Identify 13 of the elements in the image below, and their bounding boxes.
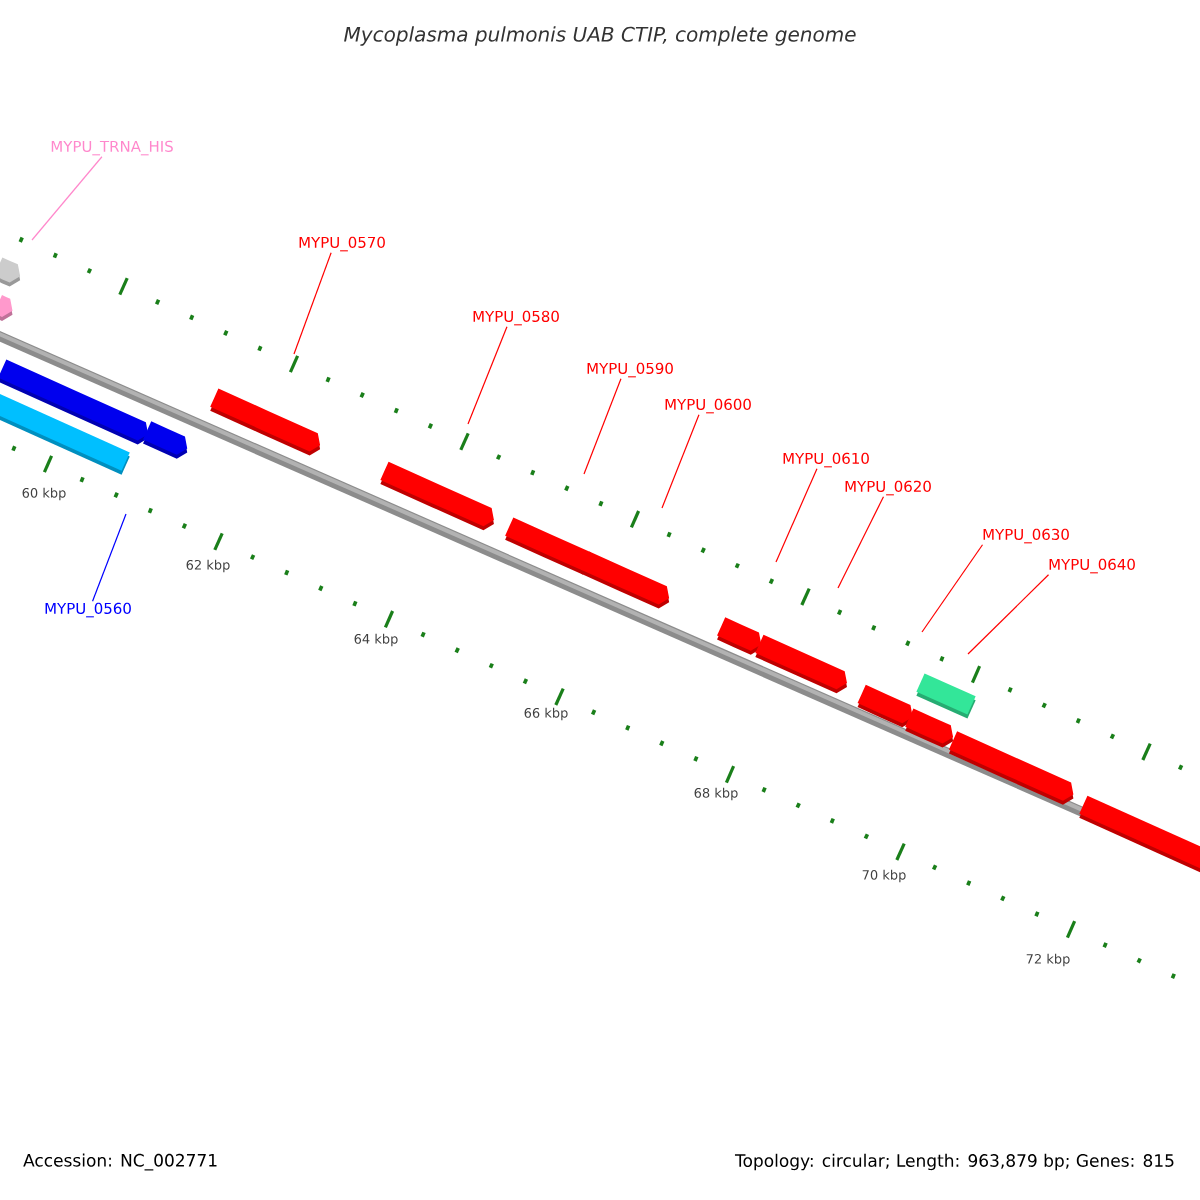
leader-line <box>837 496 885 589</box>
genome-info-text: Topology: circular; Length: 963,879 bp; Genes: 815 <box>734 1153 1174 1171</box>
leader-line <box>293 252 332 355</box>
leader-line <box>775 468 818 563</box>
leader-line <box>661 414 700 509</box>
leader-line <box>583 378 622 475</box>
leader-line <box>967 574 1050 655</box>
leader-line <box>91 513 127 602</box>
accession-text: Accession: NC_002771 <box>23 1153 217 1171</box>
leader-line <box>921 544 984 633</box>
title: Mycoplasma pulmonis UAB CTIP, complete genome <box>344 26 856 46</box>
leader-line <box>31 156 103 241</box>
leader-line <box>467 326 508 425</box>
